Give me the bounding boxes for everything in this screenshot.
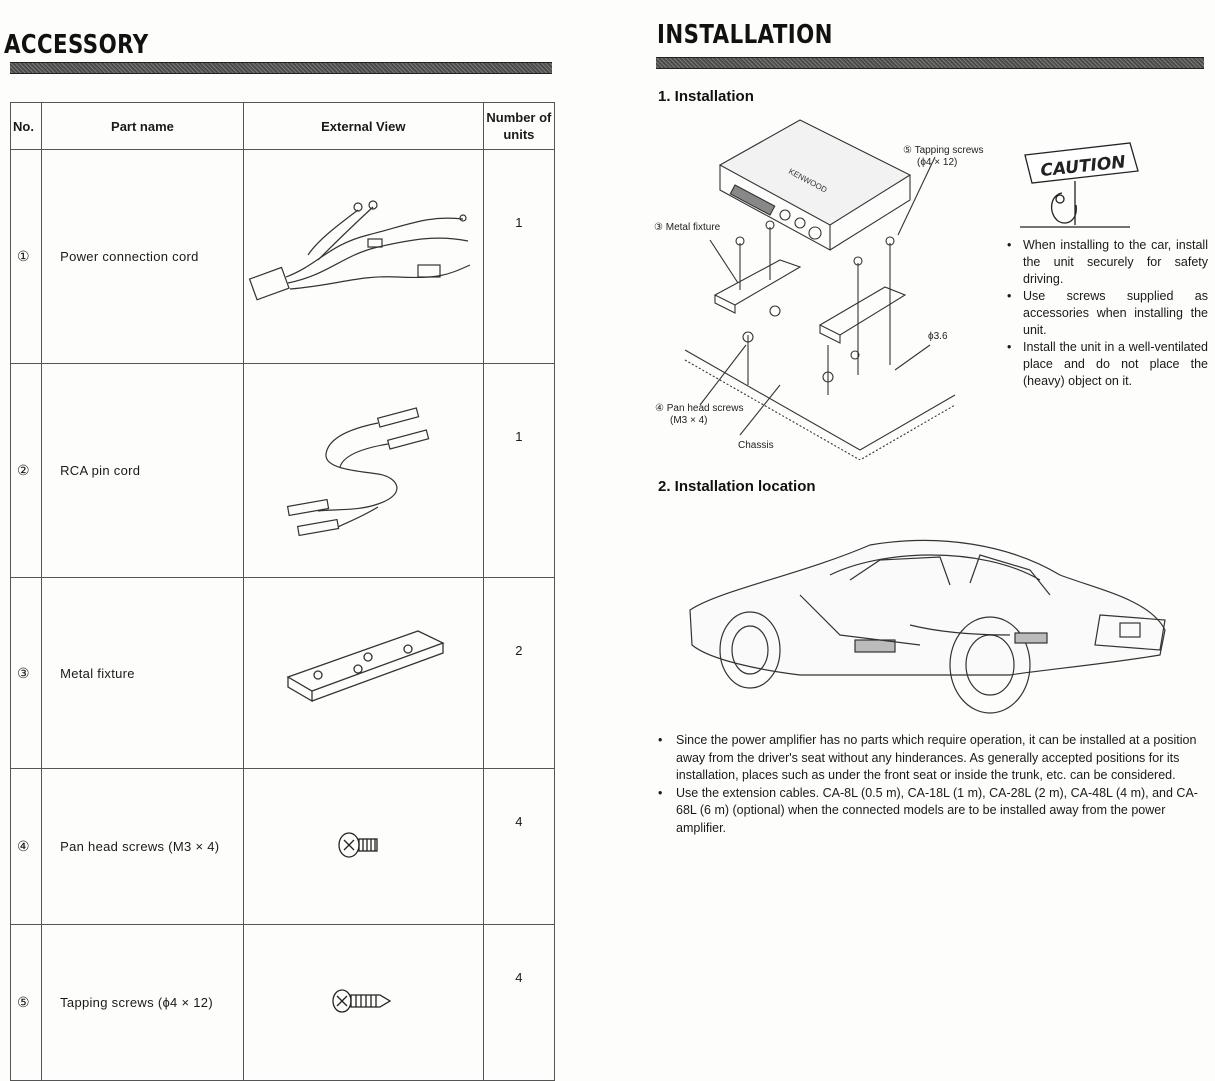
power-cord-illustration [242, 149, 484, 364]
row-units: 2 [482, 577, 556, 769]
row-number: ⑤ [9, 924, 43, 1081]
row-part-name: Tapping screws (ϕ4 × 12) [41, 924, 244, 1081]
location-bullet-list: Since the power amplifier has no parts w… [656, 732, 1206, 837]
label-hole-diameter: ϕ3.6 [928, 331, 948, 342]
row-part-name: Metal fixture [41, 577, 244, 769]
row-part-name: Pan head screws (M3 × 4) [41, 768, 244, 925]
caution-sign-icon: CAUTION [1020, 142, 1139, 228]
row-units: 4 [482, 924, 556, 1081]
header-external-view: External View [242, 102, 484, 150]
label-tapping-screws: ⑤ Tapping screws [903, 145, 984, 156]
installation-heading: INSTALLATION [657, 20, 833, 50]
header-part-name: Part name [41, 102, 244, 150]
metal-fixture-illustration [242, 577, 484, 769]
pan-head-screw-illustration [242, 768, 484, 925]
list-item: When installing to the car, install the … [1003, 237, 1208, 288]
section-location-title: 2. Installation location [658, 478, 816, 495]
table-row: ④ Pan head screws (M3 × 4) 4 [9, 768, 556, 925]
table-row: ② RCA pin cord 1 [9, 363, 556, 578]
section-installation-title: 1. Installation [658, 88, 754, 105]
metal-fixture-drawing [286, 629, 445, 702]
row-units: 1 [482, 149, 556, 364]
label-pan-head-screws: ④ Pan head screws [655, 403, 744, 414]
accessory-heading-rule [10, 62, 552, 74]
list-item: Use the extension cables. CA-8L (0.5 m),… [656, 785, 1206, 838]
installation-heading-rule [656, 57, 1204, 69]
row-units: 1 [482, 363, 556, 578]
row-number: ② [9, 363, 43, 578]
tapping-screw-illustration [242, 924, 484, 1081]
installation-diagram: KENWOOD [684, 119, 956, 460]
table-row: ① Power connection cord 1 [9, 149, 556, 364]
list-item: Install the unit in a well-ventilated pl… [1003, 339, 1208, 390]
list-item: Use screws supplied as accessories when … [1003, 288, 1208, 339]
accessory-table: No. Part name External View Number of un… [9, 102, 556, 1081]
row-number: ① [9, 149, 43, 364]
label-tapping-size: (ϕ4 × 12) [917, 157, 958, 168]
row-units: 4 [482, 768, 556, 925]
header-number-of-units: Number of units [482, 102, 556, 150]
row-part-name: RCA pin cord [41, 363, 244, 578]
tapping-screw-drawing [332, 989, 392, 1013]
table-header-row: No. Part name External View Number of un… [9, 102, 556, 150]
label-metal-fixture: ③ Metal fixture [654, 222, 721, 233]
label-chassis: Chassis [738, 440, 774, 451]
row-number: ③ [9, 577, 43, 769]
car-illustration [689, 539, 1166, 714]
table-row: ③ Metal fixture 2 [9, 577, 556, 769]
rca-cord-drawing [287, 407, 430, 537]
row-part-name: Power connection cord [41, 149, 244, 364]
caution-bullet-list: When installing to the car, install the … [1003, 237, 1208, 390]
list-item: Since the power amplifier has no parts w… [656, 732, 1206, 785]
label-pan-size: (M3 × 4) [670, 415, 708, 426]
row-number: ④ [9, 768, 43, 925]
table-row: ⑤ Tapping screws (ϕ4 × 12) 4 [9, 924, 556, 1081]
header-no: No. [9, 102, 43, 150]
rca-cord-illustration [242, 363, 484, 578]
accessory-heading: ACCESSORY [4, 30, 149, 60]
power-cord-drawing [249, 200, 471, 301]
pan-head-screw-drawing [338, 832, 378, 858]
